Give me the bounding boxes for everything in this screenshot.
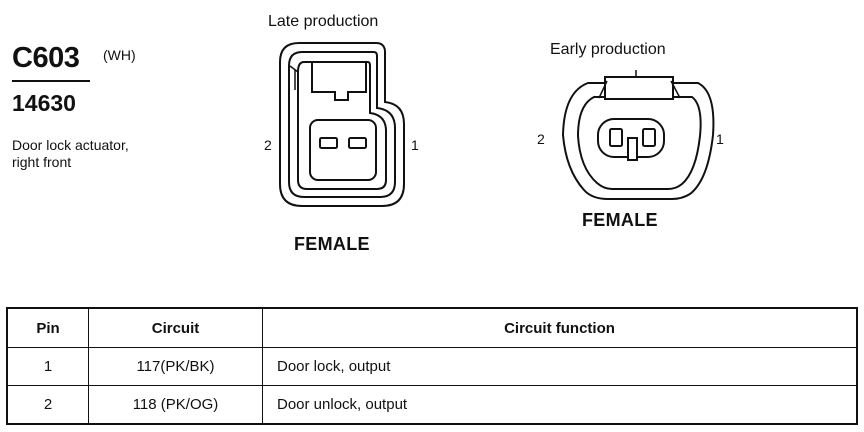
late-terminal-1 [348,137,367,149]
early-latch-ridge-right [670,80,681,99]
header-circuit-function: Circuit function [262,307,858,348]
late-production-gender: FEMALE [294,234,370,254]
early-outer-body [561,82,715,200]
circuit-cell: 117(PK/BK) [88,347,263,386]
part-number: 14630 [12,90,76,116]
early-top-latch [604,76,674,100]
table-row: 1 117(PK/BK) Door lock, output [6,347,858,386]
early-production-connector [561,70,715,200]
circuit-cell: 118 (PK/OG) [88,385,263,425]
header-circuit: Circuit [88,307,263,348]
function-cell: Door lock, output [262,347,858,386]
late-latch-line [289,65,299,73]
connector-id: C603 [12,42,80,74]
late-inner-contour [288,51,396,198]
late-pin-2-label: 2 [264,137,272,153]
table-row: 2 118 (PK/OG) Door unlock, output [6,385,858,425]
id-divider [12,80,90,82]
late-cavity-block [309,119,377,181]
early-polarizing-key [627,137,638,161]
pin-cell: 1 [6,347,89,386]
description-line-1: Door lock actuator, [12,137,129,153]
early-latch-ridge-left [598,80,608,99]
late-latch-tab [311,62,367,101]
pinout-table: Pin Circuit Circuit function 1 117(PK/BK… [6,307,858,425]
late-pin-1-label: 1 [411,137,419,153]
function-cell: Door unlock, output [262,385,858,425]
early-production-title: Early production [550,41,666,58]
early-production-gender: FEMALE [582,210,658,230]
early-pin-1-label: 1 [716,131,724,147]
early-inner-body [576,96,702,190]
connector-description: Door lock actuator, right front [12,137,182,171]
early-pin-2-label: 2 [537,131,545,147]
early-terminal-2 [609,128,623,147]
description-line-2: right front [12,154,72,170]
header-pin: Pin [6,307,89,348]
late-production-connector [279,42,405,207]
connector-color: (WH) [103,47,136,63]
late-production-title: Late production [268,13,379,30]
connector-drawings [279,42,715,207]
early-terminal-1 [642,128,656,147]
late-outer-shell [279,42,405,207]
table-header-row: Pin Circuit Circuit function [6,307,858,348]
late-terminal-2 [319,137,338,149]
pin-cell: 2 [6,385,89,425]
